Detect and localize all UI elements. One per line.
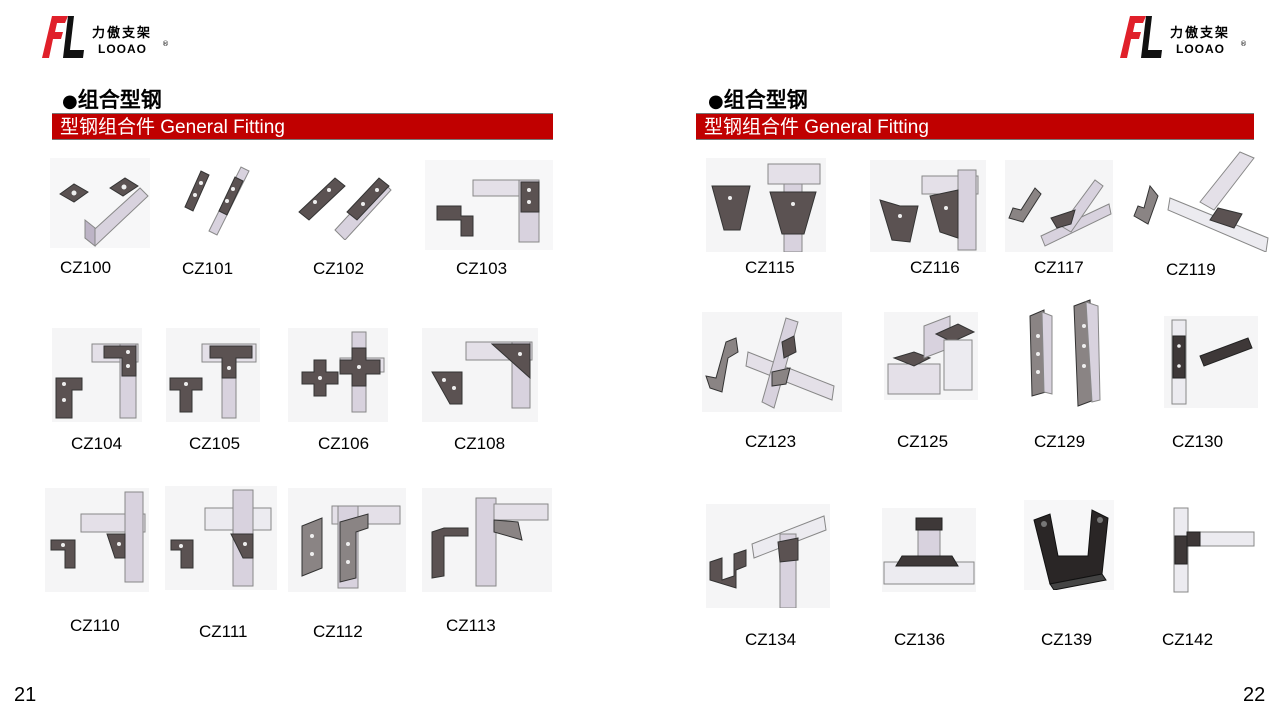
- product-code: CZ123: [745, 432, 797, 451]
- brand-logo: 力傲支架 LOOAO ®: [38, 12, 178, 72]
- brand-name-en: LOOAO: [1176, 42, 1225, 56]
- cz125-image-icon: [884, 312, 978, 400]
- product-cz115[interactable]: CZ115: [706, 158, 826, 277]
- product-code: CZ101: [182, 259, 234, 278]
- cz105-image-icon: [166, 328, 260, 422]
- cz129-image-icon: [1029, 299, 1101, 407]
- product-code: CZ102: [313, 259, 365, 278]
- product-cz100[interactable]: CZ100: [50, 158, 150, 277]
- registered-mark: ®: [162, 40, 169, 48]
- product-code: CZ130: [1172, 432, 1224, 451]
- product-code: CZ116: [910, 258, 960, 277]
- section-title-text: 组合型钢: [77, 88, 162, 112]
- section-title: ●组合型钢: [708, 84, 808, 114]
- cz102-image-icon: [298, 177, 392, 240]
- product-cz139[interactable]: CZ139: [1024, 500, 1114, 649]
- cz101-image-icon: [184, 166, 250, 236]
- cz104-image-icon: [52, 328, 142, 422]
- product-cz113[interactable]: CZ113: [422, 488, 552, 635]
- brand-name-cn: 力傲支架: [1170, 26, 1231, 41]
- page-number: 21: [14, 684, 37, 706]
- cz110-image-icon: [45, 488, 149, 592]
- product-code: CZ111: [199, 622, 248, 641]
- product-cz102[interactable]: CZ102: [295, 160, 395, 278]
- product-code: CZ139: [1041, 630, 1093, 649]
- product-code: CZ117: [1034, 258, 1084, 277]
- product-cz106[interactable]: CZ106: [288, 328, 388, 453]
- product-code: CZ108: [454, 434, 506, 453]
- product-cz110[interactable]: CZ110: [45, 488, 149, 635]
- product-code: CZ113: [446, 616, 496, 635]
- product-code: CZ103: [456, 259, 508, 278]
- cz116-image-icon: [870, 160, 986, 252]
- product-cz104[interactable]: CZ104: [52, 328, 142, 453]
- product-code: CZ104: [71, 434, 123, 453]
- product-cz142[interactable]: CZ142: [1162, 506, 1260, 649]
- cz112-image-icon: [288, 488, 406, 592]
- cz130-image-icon: [1164, 316, 1258, 408]
- cz139-image-icon: [1024, 500, 1114, 590]
- product-code: CZ125: [897, 432, 949, 451]
- product-code: CZ100: [60, 258, 112, 277]
- page-22: 力傲支架 LOOAO ® ●组合型钢 型钢组合件 General Fitting…: [640, 0, 1280, 720]
- section-title: ●组合型钢: [62, 84, 162, 114]
- bullet-icon: ●: [708, 91, 724, 112]
- cz117-image-icon: [1005, 160, 1113, 252]
- page-number: 22: [1243, 684, 1266, 706]
- product-code: CZ105: [189, 434, 241, 453]
- cz119-image-icon: [1130, 148, 1270, 252]
- product-code: CZ112: [313, 622, 363, 641]
- brand-name-cn: 力傲支架: [92, 26, 153, 41]
- cz106-image-icon: [288, 328, 388, 422]
- product-cz125[interactable]: CZ125: [884, 312, 978, 451]
- cz134-image-icon: [706, 504, 830, 608]
- section-title-text: 组合型钢: [723, 88, 808, 112]
- cz123-image-icon: [702, 312, 842, 412]
- product-code: CZ110: [70, 616, 120, 635]
- bullet-icon: ●: [62, 91, 78, 112]
- product-code: CZ134: [745, 630, 797, 649]
- brand-logo: 力傲支架 LOOAO ®: [1116, 12, 1256, 72]
- category-banner: 型钢组合件 General Fitting: [52, 113, 553, 140]
- product-cz116[interactable]: CZ116: [870, 160, 986, 277]
- product-cz136[interactable]: CZ136: [882, 508, 976, 649]
- product-cz101[interactable]: CZ101: [175, 155, 255, 278]
- product-cz112[interactable]: CZ112: [288, 488, 406, 641]
- product-cz130[interactable]: CZ130: [1164, 316, 1258, 451]
- product-cz117[interactable]: CZ117: [1005, 160, 1113, 277]
- brand-name-en: LOOAO: [98, 42, 147, 56]
- cz100-image-icon: [50, 158, 150, 248]
- product-cz103[interactable]: CZ103: [425, 160, 553, 278]
- cz108-image-icon: [422, 328, 538, 422]
- cz136-image-icon: [882, 508, 976, 592]
- category-banner: 型钢组合件 General Fitting: [696, 113, 1254, 140]
- product-cz123[interactable]: CZ123: [702, 312, 842, 451]
- product-cz105[interactable]: CZ105: [166, 328, 260, 453]
- cz111-image-icon: [165, 486, 277, 590]
- product-code: CZ142: [1162, 630, 1214, 649]
- product-cz111[interactable]: CZ111: [165, 486, 277, 641]
- product-code: CZ115: [745, 258, 795, 277]
- product-cz108[interactable]: CZ108: [422, 328, 538, 453]
- product-code: CZ106: [318, 434, 370, 453]
- product-cz129[interactable]: CZ129: [1022, 296, 1102, 451]
- product-code: CZ119: [1166, 260, 1216, 279]
- page-21: 力傲支架 LOOAO ® ●组合型钢 型钢组合件 General Fitting…: [14, 12, 553, 706]
- product-cz134[interactable]: CZ134: [706, 504, 830, 649]
- logo-mark-icon: [1120, 16, 1162, 58]
- product-code: CZ136: [894, 630, 946, 649]
- product-code: CZ129: [1034, 432, 1086, 451]
- cz113-image-icon: [422, 488, 552, 592]
- cz115-image-icon: [706, 158, 826, 252]
- cz103-image-icon: [425, 160, 553, 250]
- cz142-image-icon: [1166, 506, 1260, 594]
- product-cz119[interactable]: CZ119: [1130, 148, 1270, 279]
- registered-mark: ®: [1240, 40, 1247, 48]
- logo-mark-icon: [42, 16, 84, 58]
